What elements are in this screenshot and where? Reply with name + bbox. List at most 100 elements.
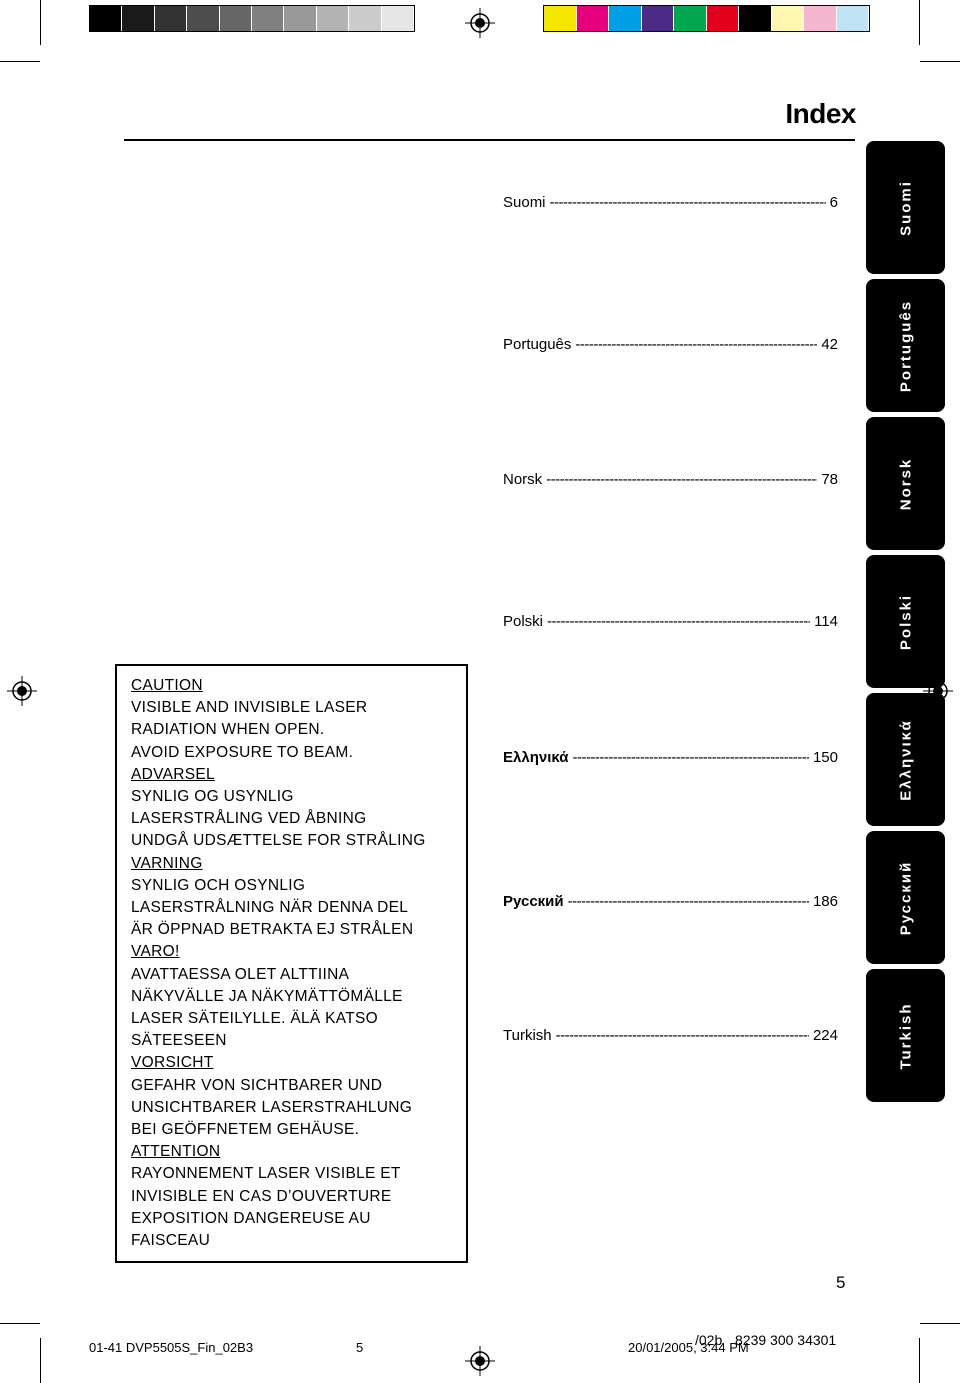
color-calibration-bar	[543, 5, 870, 32]
color-swatch	[154, 6, 188, 31]
caution-line: GEFAHR VON SICHTBARER UND	[131, 1076, 383, 1094]
footer-file: 01-41 DVP5505S_Fin_02B3	[89, 1340, 254, 1355]
caution-line: LASER SÄTEILYLLE. ÄLÄ KATSO	[131, 1010, 379, 1028]
tab-norsk[interactable]: Norsk	[866, 417, 945, 550]
index-entry-name: Русский	[503, 893, 564, 910]
index-leader	[568, 893, 809, 910]
color-swatch	[316, 6, 350, 31]
footer-page: 5	[356, 1340, 364, 1355]
tab-label: Ελληνικά	[897, 718, 914, 801]
index-leader	[572, 749, 809, 766]
registration-mark-icon	[465, 8, 495, 38]
caution-heading: CAUTION	[131, 677, 203, 694]
color-swatch	[609, 6, 642, 31]
color-swatch	[804, 6, 837, 31]
index-entry-suomi[interactable]: Suomi 6	[503, 194, 838, 211]
caution-line: BEI GEÖFFNETEM GEHÄUSE.	[131, 1121, 360, 1139]
title-rule	[124, 139, 855, 141]
index-entry-page: 224	[812, 1027, 838, 1044]
color-swatch	[187, 6, 220, 31]
index-entry-turkish[interactable]: Turkish 224	[503, 1027, 838, 1044]
color-swatch	[836, 6, 869, 31]
index-entry-page: 150	[812, 749, 838, 766]
crop-mark	[920, 61, 960, 62]
color-swatch	[771, 6, 804, 31]
page-title: Index	[785, 98, 856, 129]
caution-line: RADIATION WHEN OPEN.	[131, 721, 325, 739]
caution-line: UNSICHTBARER LASERSTRAHLUNG	[131, 1098, 413, 1116]
tab-greek[interactable]: Ελληνικά	[866, 693, 945, 826]
color-swatch	[544, 6, 577, 31]
tab-portugues[interactable]: Português	[866, 279, 945, 412]
color-swatch	[706, 6, 739, 31]
index-leader	[556, 1027, 809, 1044]
crop-mark	[919, 1338, 920, 1383]
caution-line: INVISIBLE EN CAS D’OUVERTURE	[131, 1187, 392, 1205]
index-entry-name: Norsk	[503, 471, 543, 488]
tab-label: Русский	[897, 860, 914, 935]
index-entry-page: 78	[821, 471, 838, 488]
caution-line: SÄTEESEEN	[131, 1032, 227, 1050]
tab-turkish[interactable]: Turkish	[866, 969, 945, 1102]
color-swatch	[576, 6, 609, 31]
tab-label: Polski	[897, 593, 914, 650]
caution-line: AVATTAESSA OLET ALTTIINA	[131, 965, 350, 983]
index-entry-page: 42	[821, 336, 838, 353]
grayscale-calibration-bar	[89, 5, 415, 32]
index-leader	[547, 613, 810, 630]
crop-mark	[40, 1338, 41, 1383]
color-swatch	[284, 6, 317, 31]
color-swatch	[674, 6, 707, 31]
tab-polski[interactable]: Polski	[866, 555, 945, 688]
tab-label: Suomi	[897, 179, 914, 236]
laser-caution-box	[115, 664, 468, 1263]
index-entry-page: 186	[812, 893, 838, 910]
tab-label: Norsk	[897, 457, 914, 510]
page-number: 5	[836, 1273, 846, 1292]
footer-part-number: 8239 300 34301	[735, 1332, 837, 1348]
index-entry-polski[interactable]: Polski 114	[503, 613, 838, 630]
caution-line: LASERSTRÅLING VED ÅBNING	[131, 810, 367, 828]
caution-heading: ADVARSEL	[131, 765, 215, 783]
caution-heading: ATTENTION	[131, 1143, 221, 1161]
caution-line: AVOID EXPOSURE TO BEAM.	[131, 743, 354, 761]
index-entry-name: Português	[503, 336, 572, 353]
index-leader	[550, 194, 826, 211]
caution-heading: VORSICHT	[131, 1054, 214, 1072]
caution-line: VISIBLE AND INVISIBLE LASER	[131, 699, 368, 717]
footer-timestamp: 20/01/2005, 3:44 PM	[628, 1340, 749, 1355]
registration-mark-icon	[465, 1346, 495, 1376]
index-entry-name: Turkish	[503, 1027, 552, 1044]
caution-line: RAYONNEMENT LASER VISIBLE ET	[131, 1165, 401, 1183]
caution-line: FAISCEAU	[131, 1232, 211, 1250]
color-swatch	[739, 6, 772, 31]
crop-mark	[919, 0, 920, 45]
footer-code: /02b	[695, 1332, 723, 1348]
index-entry-page: 114	[814, 613, 838, 630]
caution-line: UNDGÅ UDSÆTTELSE FOR STRÅLING	[131, 832, 426, 850]
color-swatch	[349, 6, 382, 31]
caution-heading: VARO!	[131, 943, 180, 961]
caution-line: EXPOSITION DANGEREUSE AU	[131, 1209, 371, 1227]
caution-line: ÄR ÖPPNAD BETRAKTA EJ STRÅLEN	[131, 921, 414, 939]
color-swatch	[381, 6, 415, 31]
index-entry-greek[interactable]: Ελληνικά 150	[503, 749, 838, 766]
registration-mark-icon	[7, 676, 37, 706]
index-entry-name: Ελληνικά	[503, 749, 569, 766]
index-leader	[546, 471, 817, 488]
tab-russian[interactable]: Русский	[866, 831, 945, 964]
caution-heading: VARNING	[131, 854, 203, 872]
index-entry-russian[interactable]: Русский 186	[503, 893, 838, 910]
crop-mark	[920, 1323, 960, 1324]
color-swatch	[122, 6, 155, 31]
index-entry-page: 6	[829, 194, 838, 211]
caution-line: NÄKYVÄLLE JA NÄKYMÄTTÖMÄLLE	[131, 987, 403, 1005]
caution-line: SYNLIG OCH OSYNLIG	[131, 876, 306, 894]
tab-suomi[interactable]: Suomi	[866, 141, 945, 274]
index-entry-portugues[interactable]: Português 42	[503, 336, 838, 353]
laser-caution-text: CAUTION VISIBLE AND INVISIBLE LASER RADI…	[131, 675, 426, 1252]
crop-mark	[0, 1323, 40, 1324]
color-swatch	[219, 6, 253, 31]
color-swatch	[641, 6, 674, 31]
index-entry-norsk[interactable]: Norsk 78	[503, 471, 838, 488]
